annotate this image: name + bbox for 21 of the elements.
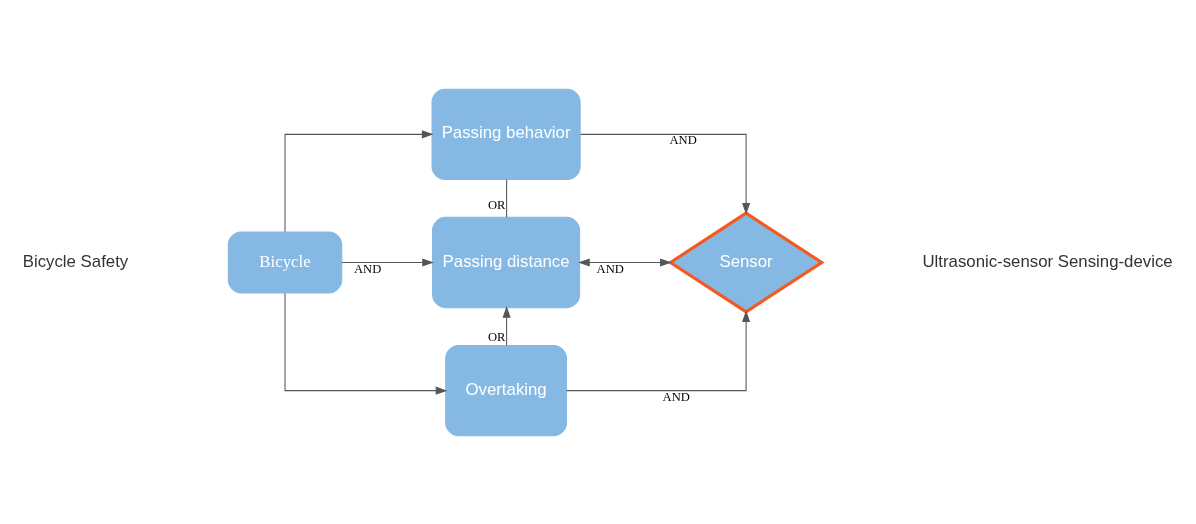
arrow: [284, 292, 448, 395]
edge-label: OR: [487, 329, 506, 344]
arrow: [284, 129, 434, 232]
arrow: [579, 133, 751, 215]
node-box: Passing distance: [432, 216, 581, 308]
node-box: Bicycle: [227, 231, 343, 293]
node-box: Passing behavior: [431, 88, 581, 180]
edge-label: AND: [596, 261, 624, 276]
node-box: Overtaking: [445, 344, 567, 436]
arrow: [566, 309, 751, 391]
connector: [506, 178, 508, 218]
arrow: [341, 257, 434, 267]
label: Bicycle Safety: [22, 250, 129, 270]
edge-label: OR: [487, 197, 506, 211]
edge-label: AND: [669, 132, 697, 147]
label: Ultrasonic-sensor Sensing-device: [922, 250, 1173, 270]
edge-label: AND: [354, 261, 382, 276]
arrow: [502, 305, 511, 346]
edge-label: AND: [662, 389, 690, 404]
node-diamond: Sensor: [667, 210, 825, 314]
arrow: [578, 257, 672, 267]
